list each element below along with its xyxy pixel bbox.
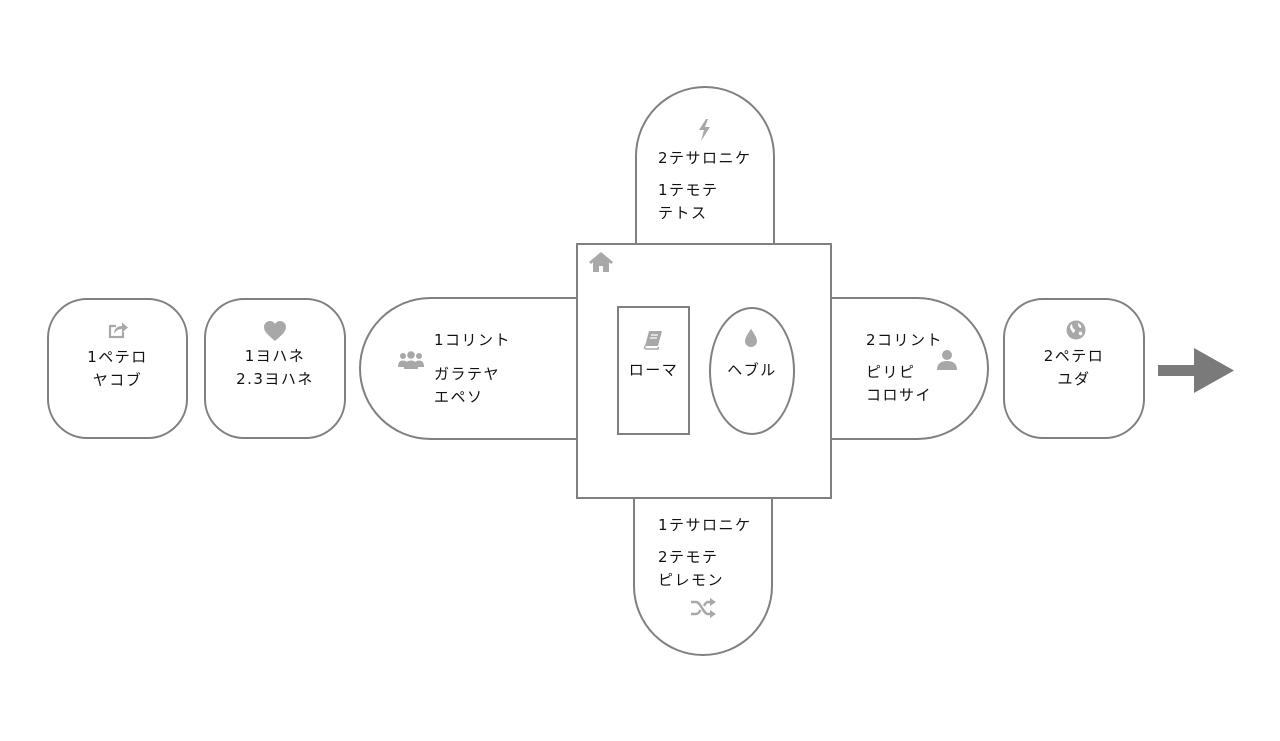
right-arm-pill bbox=[810, 297, 989, 440]
drop-icon bbox=[743, 328, 759, 348]
heart-icon bbox=[263, 320, 287, 342]
left-arm-rest: ガラテヤ エペソ bbox=[434, 363, 500, 409]
book-name: ピレモン bbox=[658, 571, 725, 589]
card-john bbox=[204, 298, 346, 439]
top-arm-rest: 1テモテ テトス bbox=[658, 179, 719, 225]
book-name: 1ペテロ bbox=[87, 348, 148, 366]
center-oval-label: ヘブル bbox=[727, 361, 777, 379]
people-icon bbox=[398, 350, 424, 370]
center-oval bbox=[709, 307, 795, 435]
shuffle-icon bbox=[690, 598, 716, 618]
book-name: ガラテヤ bbox=[434, 365, 501, 383]
globe-icon bbox=[1066, 320, 1086, 340]
left-arm-pill bbox=[359, 297, 599, 440]
card-peter2-jude-label: 2ペテロ ユダ bbox=[1003, 345, 1145, 391]
book-name: ユダ bbox=[1057, 370, 1091, 388]
center-box-label: ローマ bbox=[628, 361, 679, 379]
arrow-right-icon bbox=[1155, 345, 1237, 395]
lightning-icon bbox=[697, 119, 711, 141]
book-name: エペソ bbox=[434, 388, 484, 406]
book-name: テトス bbox=[658, 204, 708, 222]
person-icon bbox=[936, 349, 958, 371]
card-peter1-james-label: 1ペテロ ヤコブ bbox=[47, 346, 188, 392]
book-name: 2.3ヨハネ bbox=[236, 370, 314, 388]
left-arm-first: 1コリント bbox=[434, 331, 512, 349]
card-john-label: 1ヨハネ 2.3ヨハネ bbox=[204, 345, 346, 391]
book-name: 2ペテロ bbox=[1043, 347, 1105, 365]
center-box bbox=[617, 306, 690, 435]
book-name: 1ヨハネ bbox=[244, 347, 306, 365]
card-peter1-james bbox=[47, 298, 188, 439]
right-arm-first: 2コリント bbox=[866, 331, 944, 349]
top-arm-first: 2テサロニケ bbox=[658, 149, 752, 167]
top-arm-pill bbox=[635, 86, 775, 261]
book-name: ピリピ bbox=[866, 363, 916, 381]
right-arm-rest: ピリピ コロサイ bbox=[866, 361, 932, 407]
book-name: ヤコブ bbox=[92, 371, 143, 389]
book-name: 1テモテ bbox=[658, 181, 719, 199]
bottom-arm-pill bbox=[633, 480, 773, 656]
book-icon bbox=[643, 330, 663, 350]
book-name: 2テモテ bbox=[658, 548, 719, 566]
share-icon bbox=[107, 320, 129, 340]
bottom-arm-first: 1テサロニケ bbox=[658, 516, 752, 534]
home-icon bbox=[588, 251, 614, 273]
book-name: コロサイ bbox=[866, 386, 933, 404]
bottom-arm-rest: 2テモテ ピレモン bbox=[658, 546, 724, 592]
